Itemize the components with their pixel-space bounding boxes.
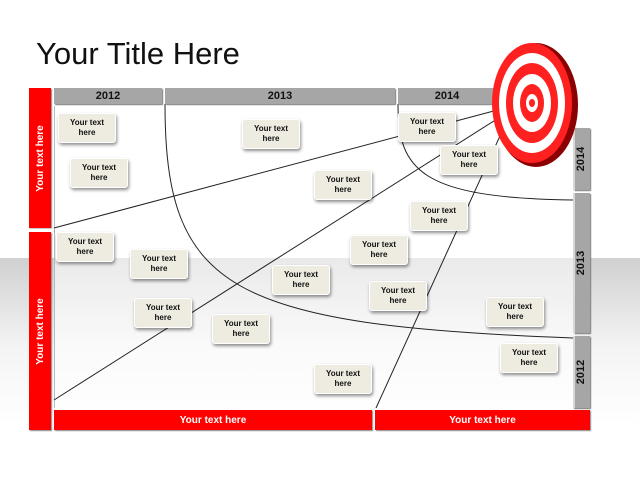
bottom-label-bar-left: Your text here [54,410,372,430]
year-bar-right-2012: 2012 [573,336,590,408]
year-bar-top-2012: 2012 [54,88,162,104]
year-bar-right-2014: 2014 [573,128,590,190]
bottom-label-bar-right: Your text here [375,410,590,430]
bullseye-target-icon [492,43,578,167]
page-title: Your Title Here [36,36,240,71]
curve-2013 [164,103,574,339]
line-diagonal-2 [53,111,509,401]
left-label-bar-bottom: Your text here [29,232,51,430]
year-bar-right-2013: 2013 [573,193,590,333]
year-bar-top-2013: 2013 [165,88,395,104]
left-label-bar-top: Your text here [29,88,51,228]
year-bar-top-2014: 2014 [398,88,496,104]
